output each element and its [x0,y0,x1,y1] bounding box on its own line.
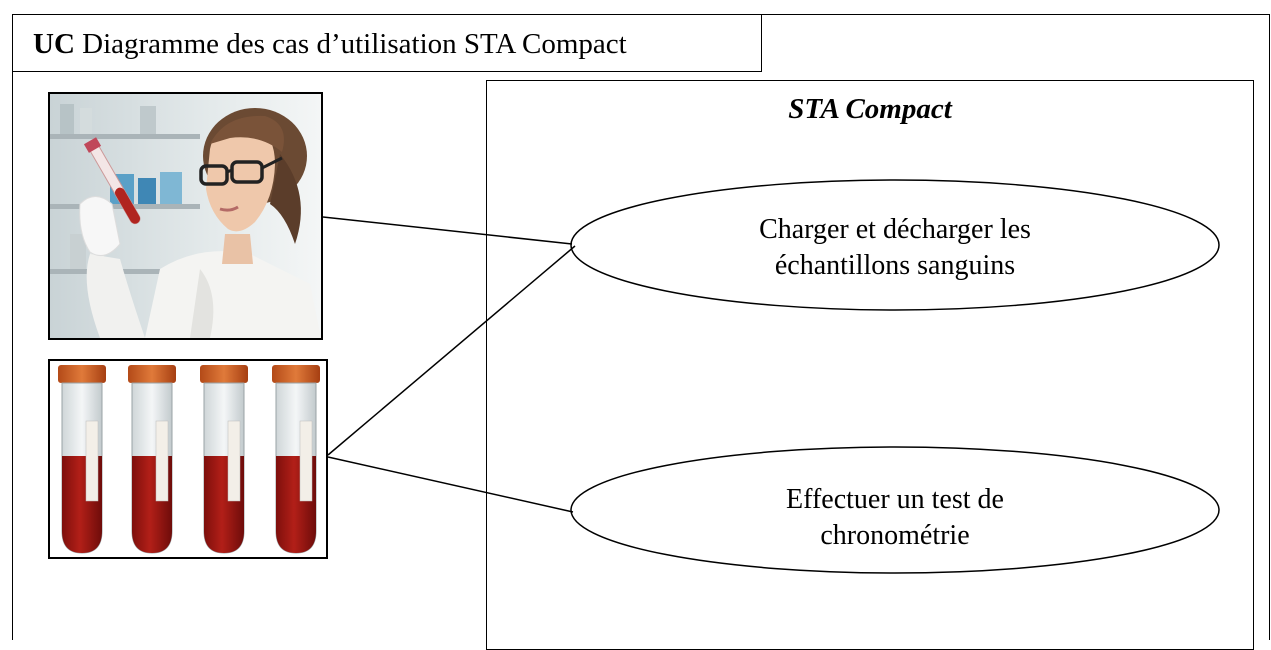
use-case-test-label: Effectuer un test de chronométrie [580,482,1210,554]
association-tubes-test [327,456,574,513]
use-case-test-line2: chronométrie [820,520,970,551]
lab-technician-illustration [50,94,321,338]
diagram-kind-label: UC [33,28,75,60]
association-technician-load [322,216,573,245]
use-case-load-line2: échantillons sanguins [774,250,1016,281]
lab-technician-photo [48,92,323,340]
tube-2 [128,365,176,554]
association-tubes-load [327,245,576,456]
tube-1 [58,365,106,554]
tube-4 [272,365,320,554]
use-case-load-line1: Charger et décharger les [759,214,1031,245]
diagram-title-text: Diagramme des cas d’utilisation STA Comp… [82,28,627,60]
use-case-test-line1: Effectuer un test de [786,484,1004,515]
use-case-ellipse-load[interactable] [570,179,1220,311]
use-case-load-label: Charger et décharger les échantillons sa… [580,212,1210,284]
tube-3 [200,365,248,554]
system-name: STA Compact [788,93,952,125]
diagram-title: UC Diagramme des cas d’utilisation STA C… [12,14,762,72]
blood-tubes-illustration [50,361,326,557]
use-case-ellipse-test[interactable] [570,446,1220,574]
blood-sample-tubes-photo [48,359,328,559]
